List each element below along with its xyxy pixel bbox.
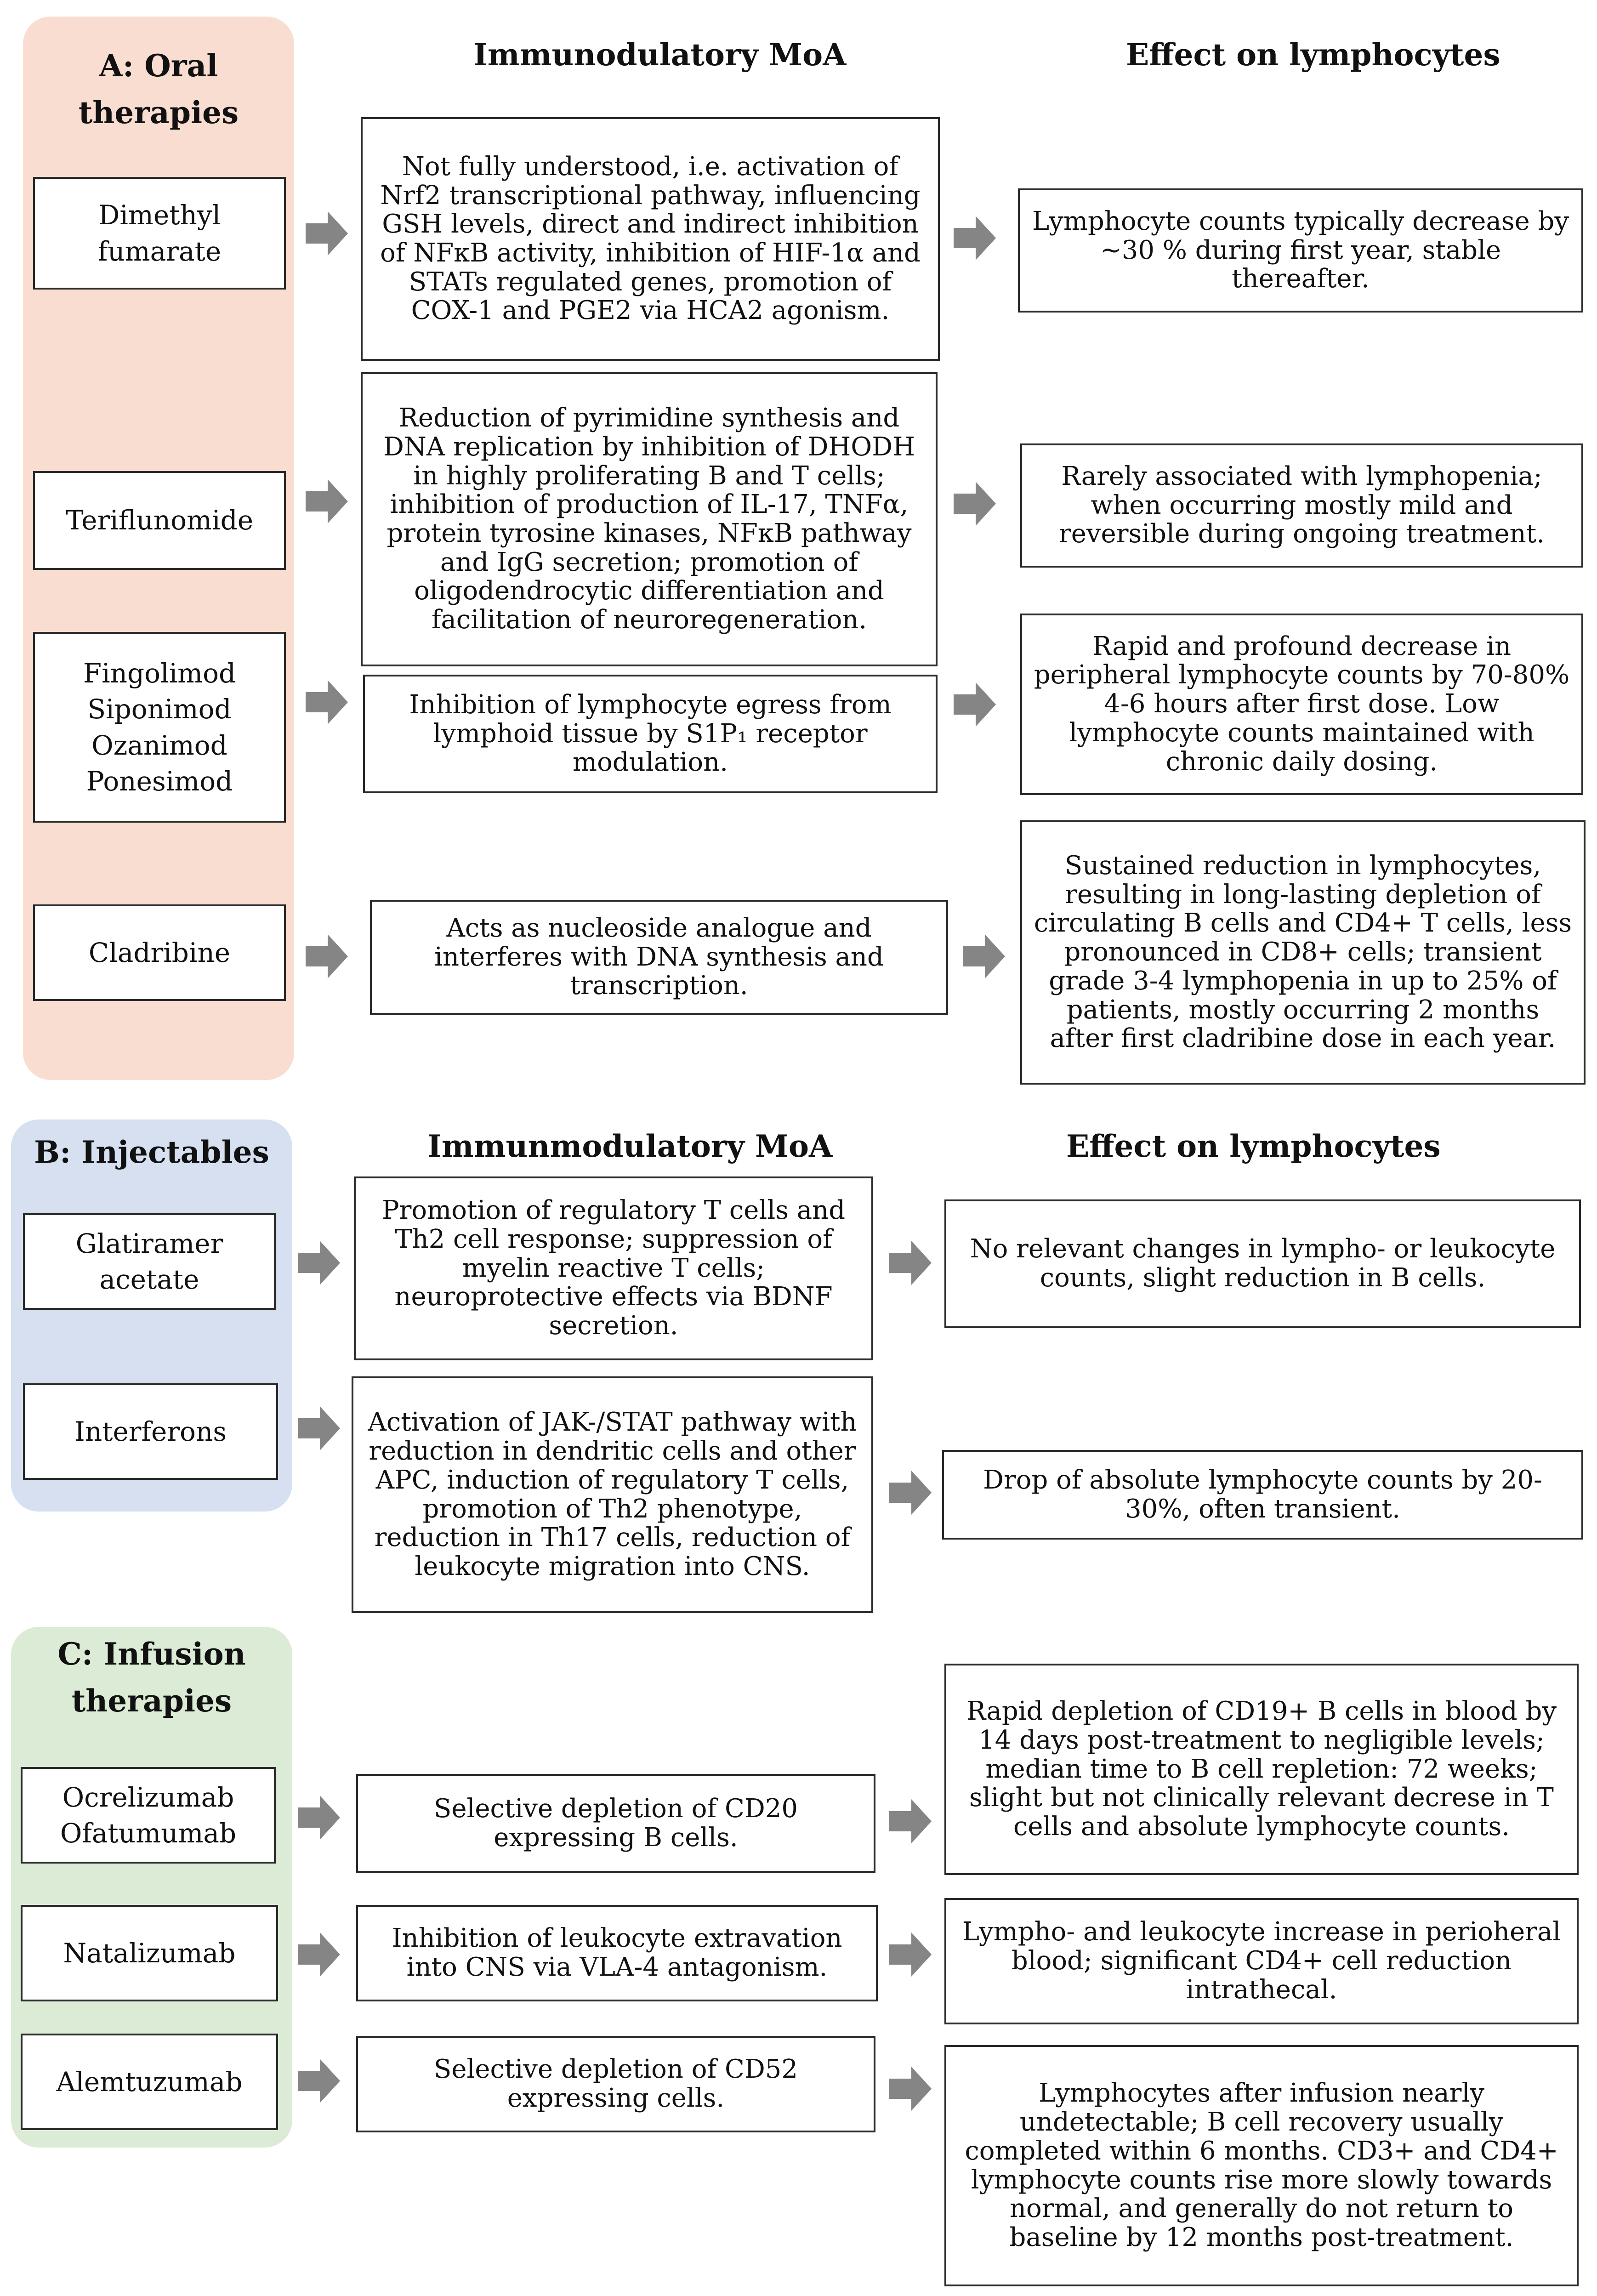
arrow-dmf-to-effect-icon [954, 216, 996, 260]
drug-ponesimod: Ponesimod [86, 765, 233, 797]
arrow-nat-to-moa-icon [298, 1932, 340, 1977]
moa-anti-cd20: Selective depletion of CD20 expressing B… [356, 1774, 875, 1873]
drug-natalizumab: Natalizumab [21, 1905, 278, 2001]
drug-cladribine: Cladribine [33, 904, 286, 1001]
effect-s1p-modulators: Rapid and profound decrease in periphera… [1020, 614, 1583, 795]
arrow-ga-to-moa-icon [298, 1241, 340, 1285]
effect-cladribine: Sustained reduction in lymphocytes, resu… [1020, 820, 1586, 1085]
drug-ozanimod: Ozanimod [91, 729, 227, 761]
dmf-name-line1: Dimethyl [98, 199, 221, 231]
oral-effect-header: Effect on lymphocytes [1126, 37, 1500, 73]
arrow-teri-to-effect-icon [954, 482, 996, 526]
moa-interferons: Activation of JAK-/STAT pathway with red… [352, 1376, 873, 1613]
drug-glatiramer-acetate: Glatiramer acetate [23, 1213, 276, 1310]
effect-alemtuzumab: Lymphocytes after infusion nearly undete… [944, 2045, 1579, 2286]
drug-ofatumumab: Ofatumumab [60, 1818, 237, 1849]
arrow-teri-to-moa-icon [306, 479, 348, 523]
drug-fingolimod: Fingolimod [83, 657, 236, 689]
injectables-title-text: B: Injectables [34, 1134, 269, 1170]
drug-alemtuzumab: Alemtuzumab [21, 2034, 278, 2130]
arrow-cd20-to-effect-icon [889, 1799, 932, 1843]
drug-interferons: Interferons [23, 1383, 278, 1480]
injectables-moa-header: Immunmodulatory MoA [427, 1128, 833, 1164]
arrow-alem-to-moa-icon [298, 2059, 340, 2103]
arrow-s1p-to-moa-icon [306, 680, 348, 724]
effect-glatiramer-acetate: No relevant changes in lympho- or leukoc… [944, 1199, 1581, 1328]
oral-title-line1: A: Oral [99, 48, 218, 84]
arrow-s1p-to-effect-icon [954, 682, 996, 727]
effect-interferons: Drop of absolute lymphocyte counts by 20… [942, 1450, 1583, 1540]
arrow-ifn-to-moa-icon [298, 1406, 340, 1450]
injectables-effect-header: Effect on lymphocytes [1066, 1128, 1441, 1164]
oral-therapies-title: A: Oral therapies [23, 42, 294, 136]
effect-dimethyl-fumarate: Lymphocyte counts typically decrease by … [1018, 188, 1583, 313]
moa-glatiramer-acetate: Promotion of regulatory T cells and Th2 … [354, 1176, 873, 1360]
effect-anti-cd20: Rapid depletion of CD19+ B cells in bloo… [944, 1664, 1579, 1875]
arrow-dmf-to-moa-icon [306, 211, 348, 256]
arrow-nat-to-effect-icon [889, 1932, 932, 1977]
infusion-title-line2: therapies [71, 1683, 232, 1719]
moa-natalizumab: Inhibition of leukocyte extravation into… [356, 1905, 878, 2001]
effect-natalizumab: Lympho- and leukocyte increase in perioh… [944, 1898, 1579, 2024]
moa-alemtuzumab: Selective depletion of CD52 expressing c… [356, 2036, 875, 2132]
arrow-clad-to-effect-icon [963, 934, 1005, 978]
moa-s1p-modulators: Inhibition of lymphocyte egress from lym… [363, 675, 938, 793]
drug-siponimod: Siponimod [87, 693, 232, 725]
oral-title-line2: therapies [78, 95, 239, 131]
drug-dimethyl-fumarate: Dimethyl fumarate [33, 177, 286, 290]
drug-teriflunomide: Teriflunomide [33, 471, 286, 570]
moa-dimethyl-fumarate: Not fully understood, i.e. activation of… [361, 117, 940, 361]
arrow-alem-to-effect-icon [889, 2067, 932, 2111]
drug-s1p-modulators: Fingolimod Siponimod Ozanimod Ponesimod [33, 632, 286, 823]
infusion-therapies-title: C: Infusion therapies [11, 1631, 292, 1725]
injectables-title: B: Injectables [11, 1129, 292, 1176]
infusion-title-line1: C: Infusion [57, 1636, 246, 1672]
arrow-ifn-to-effect-icon [889, 1471, 932, 1515]
ga-name-line2: acetate [99, 1264, 199, 1295]
moa-teriflunomide: Reduction of pyrimidine synthesis and DN… [361, 372, 938, 666]
moa-cladribine: Acts as nucleoside analogue and interfer… [370, 900, 948, 1015]
arrow-cd20-to-moa-icon [298, 1796, 340, 1840]
drug-ocrelizumab: Ocrelizumab [62, 1781, 234, 1813]
arrow-clad-to-moa-icon [306, 934, 348, 978]
arrow-ga-to-effect-icon [889, 1241, 932, 1285]
dmf-name-line2: fumarate [97, 235, 222, 267]
oral-moa-header: Immunodulatory MoA [473, 37, 847, 73]
effect-teriflunomide: Rarely associated with lymphopenia; when… [1020, 443, 1583, 568]
ga-name-line1: Glatiramer [75, 1228, 223, 1259]
